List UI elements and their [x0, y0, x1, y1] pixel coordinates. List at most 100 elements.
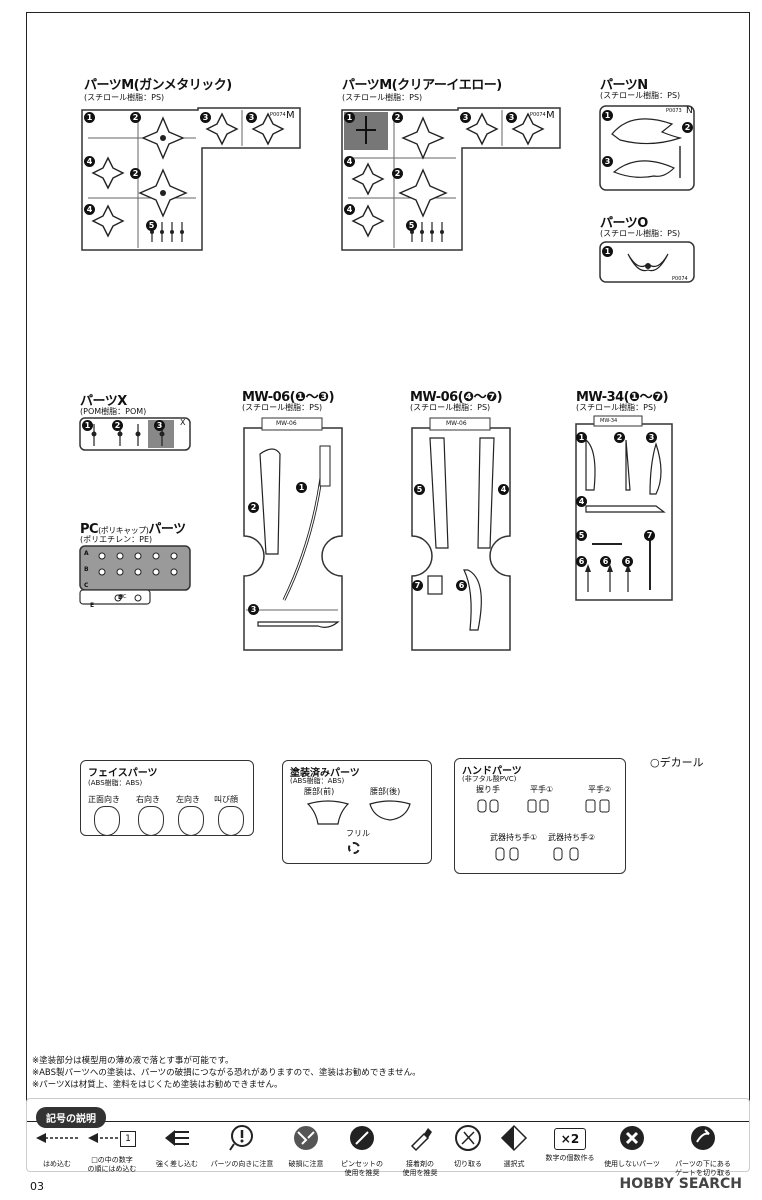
part-number-4: 4: [344, 204, 355, 215]
gate-cut-icon: [691, 1126, 715, 1150]
face-label-right: 右向き: [136, 795, 160, 804]
double-arrow-icon: [165, 1130, 189, 1146]
part-number-4: 4: [84, 204, 95, 215]
parts-m-gunmetal-sub: (スチロール樹脂：PS): [84, 93, 165, 102]
runner-mw06a-drawing: [243, 417, 343, 651]
hand-weapon2-label: 武器持ち手②: [548, 833, 596, 842]
hand-row1-icons: [477, 799, 610, 813]
sheet-label: MW-34: [600, 418, 618, 424]
face-right-icon: [138, 806, 164, 836]
runner-m-clear-drawing: [341, 107, 561, 251]
parts-m-gunmetal-title: パーツM(ガンメタリック): [84, 78, 232, 93]
parts-pc-title: PC(ポリキャップ)パーツ: [80, 518, 186, 537]
hand-parts-sub: (非フタル酸PVC): [462, 775, 517, 783]
pc-title-end: パーツ: [148, 522, 186, 537]
legend-item-cut: 切り取る: [448, 1124, 488, 1169]
legend-item-push: 強く差し込む: [148, 1124, 206, 1169]
runner-m-gunmetal-drawing: [81, 107, 301, 251]
runner-pc-drawing: [79, 545, 191, 605]
note-2: ※ABS製パーツへの塗装は、パーツの破損につながる恐れがありますので、塗装はお勧…: [32, 1068, 421, 1078]
glue-icon: [410, 1128, 432, 1152]
legend-item-choice: 選択式: [494, 1124, 534, 1169]
hand-fist-label: 握り手: [476, 785, 500, 794]
face-label-front: 正面向き: [88, 795, 120, 804]
part-number-2: 2: [130, 168, 141, 179]
note-3: ※パーツXは材質上、塗料をはじくため塗装はお勧めできません。: [32, 1080, 283, 1090]
runner-o-drawing: [599, 241, 695, 283]
face-parts-sub: (ABS樹脂：ABS): [88, 779, 143, 787]
part-number-5: 5: [576, 530, 587, 541]
parts-x-sub: (POM樹脂：POM): [80, 407, 147, 416]
legend-item-gate-cut: パーツの下にある ゲートを切り取る: [662, 1124, 744, 1178]
legend-label-cut: 切り取る: [454, 1160, 482, 1168]
part-number-6: 6: [456, 580, 467, 591]
sheet-label: MW-06: [276, 420, 297, 427]
pc-code: PC: [120, 594, 127, 600]
pc-title-small: (ポリキャップ): [98, 526, 149, 535]
legend-item-times: ×2 数字の個数作る: [538, 1124, 602, 1163]
part-number-1: 1: [602, 110, 613, 121]
part-number-1: 1: [84, 112, 95, 123]
hand-flat2-label: 平手②: [588, 785, 612, 794]
part-number-4: 4: [498, 484, 509, 495]
face-label-left: 左向き: [176, 795, 200, 804]
part-number-4: 4: [84, 156, 95, 167]
hand-flat1-label: 平手①: [530, 785, 554, 794]
hand-weapon1-label: 武器持ち手①: [490, 833, 538, 842]
legend-label-times: 数字の個数作る: [545, 1154, 595, 1162]
part-number-5: 5: [406, 220, 417, 231]
arrow-numbered-icon: 1: [84, 1124, 140, 1152]
unused-icon: [620, 1126, 644, 1150]
legend-item-glue: 接着剤の 使用を推奨: [392, 1124, 448, 1178]
part-number-3: 3: [200, 112, 211, 123]
runner-n-drawing: [599, 105, 695, 191]
face-parts-title: フェイスパーツ: [88, 768, 158, 779]
mw06a-title: MW-06(❶～❸): [242, 390, 335, 405]
face-front-icon: [94, 806, 120, 836]
mw06a-sub: (スチロール樹脂：PS): [242, 403, 323, 412]
break-icon: [294, 1126, 318, 1150]
part-number-2: 2: [614, 432, 625, 443]
sheet-code: P0074: [530, 112, 546, 118]
legend-item-break: 破損に注意: [282, 1124, 330, 1169]
frill-icon: [348, 842, 360, 854]
face-label-shout: 叫び顔: [214, 795, 238, 804]
sheet-code: P0074: [672, 276, 688, 282]
sheet-letter: X: [180, 418, 186, 427]
part-number-2: 2: [248, 502, 259, 513]
legend-label-choice: 選択式: [503, 1160, 525, 1168]
legend-item-tweezers: ピンセットの 使用を推奨: [334, 1124, 390, 1178]
legend-label-unused: 使用しないパーツ: [604, 1160, 660, 1168]
mw06b-title: MW-06(❹～❼): [410, 390, 503, 405]
legend-item-insert: はめ込む: [34, 1124, 80, 1169]
sheet-code: P0074: [270, 112, 286, 118]
runner-mw06b-drawing: [411, 417, 511, 651]
pc-label-a: A: [84, 550, 89, 557]
legend-label-insert: はめ込む: [43, 1160, 71, 1168]
parts-m-clear-sub: (スチロール樹脂：PS): [342, 93, 423, 102]
legend-label-push: 強く差し込む: [156, 1160, 198, 1168]
times-icon: ×2: [554, 1128, 586, 1150]
pc-label-c: C: [84, 582, 89, 589]
part-number-6: 6: [622, 556, 633, 567]
part-number-2: 2: [392, 112, 403, 123]
page-frame: [26, 12, 750, 1122]
part-number-1: 1: [602, 246, 613, 257]
legend-label-gate-cut: パーツの下にある ゲートを切り取る: [675, 1160, 731, 1177]
legend-label-break: 破損に注意: [288, 1160, 324, 1168]
part-number-3: 3: [248, 604, 259, 615]
hand-parts-box: [454, 758, 626, 874]
part-number-3: 3: [154, 420, 165, 431]
part-number-4: 4: [344, 156, 355, 167]
part-number-6: 6: [576, 556, 587, 567]
pc-label-b: B: [84, 566, 89, 573]
legend-label-direction: パーツの向きに注意: [210, 1160, 274, 1168]
painted-parts-sub: (ABS樹脂：ABS): [290, 777, 345, 785]
parts-o-title: パーツO: [600, 216, 648, 231]
runner-mw34-drawing: [575, 415, 673, 601]
part-number-3: 3: [506, 112, 517, 123]
decal-label: ○デカール: [650, 756, 704, 769]
legend-label-glue: 接着剤の 使用を推奨: [402, 1160, 438, 1177]
part-number-4: 4: [576, 496, 587, 507]
part-number-2: 2: [392, 168, 403, 179]
